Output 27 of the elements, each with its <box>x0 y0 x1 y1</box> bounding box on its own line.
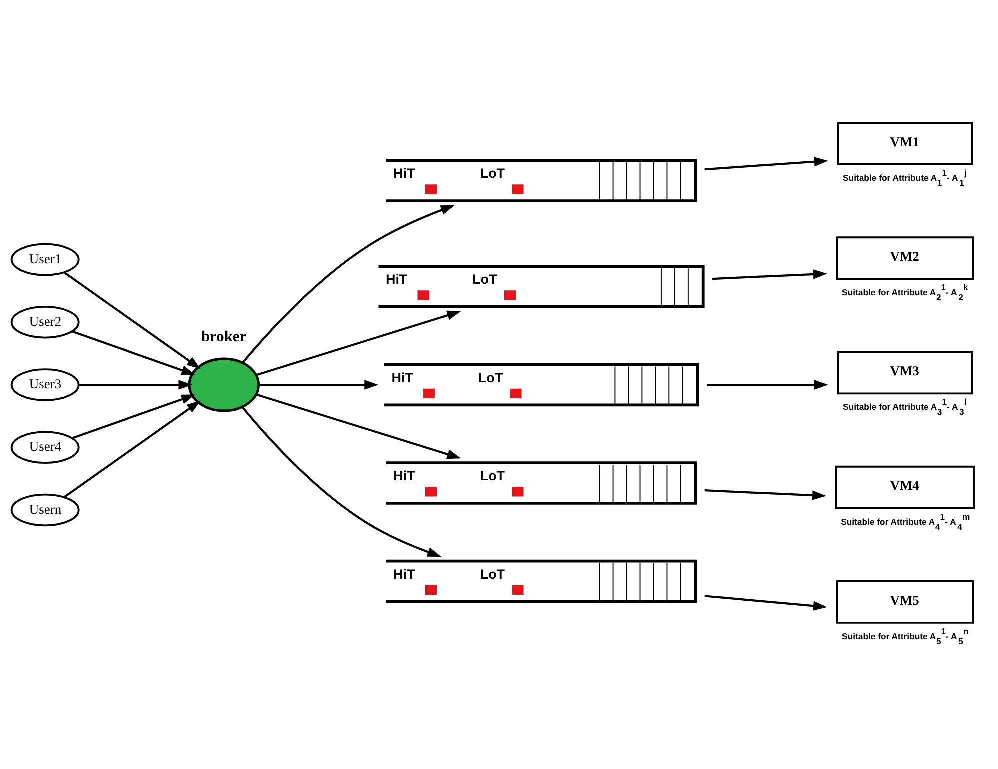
node-ellipse: User1 <box>10 242 80 276</box>
arrow <box>259 380 379 390</box>
arrow <box>72 394 196 439</box>
node-ellipse <box>188 357 260 412</box>
arrow <box>256 310 462 376</box>
node-box: VM1 <box>837 122 974 165</box>
arrow <box>72 330 196 375</box>
arrow <box>704 594 828 610</box>
node-box: VM2 <box>836 236 974 280</box>
arrow <box>704 489 826 500</box>
arrow <box>256 393 462 459</box>
node-ellipse: User3 <box>10 368 80 401</box>
arrow <box>242 204 455 364</box>
node-label: broker <box>202 328 247 345</box>
node-box: VM5 <box>836 580 974 624</box>
arrow <box>242 406 442 556</box>
node-ellipse: User4 <box>10 430 80 464</box>
arrow <box>64 400 201 498</box>
arrow <box>64 271 201 369</box>
arrow <box>78 380 193 390</box>
node-box: VM3 <box>837 350 974 394</box>
node-ellipse: User2 <box>10 305 80 338</box>
arrow <box>706 380 828 390</box>
node-ellipse: Usern <box>10 493 80 526</box>
arrow <box>712 269 828 280</box>
node-box: VM4 <box>835 465 975 509</box>
arrow <box>704 156 828 170</box>
